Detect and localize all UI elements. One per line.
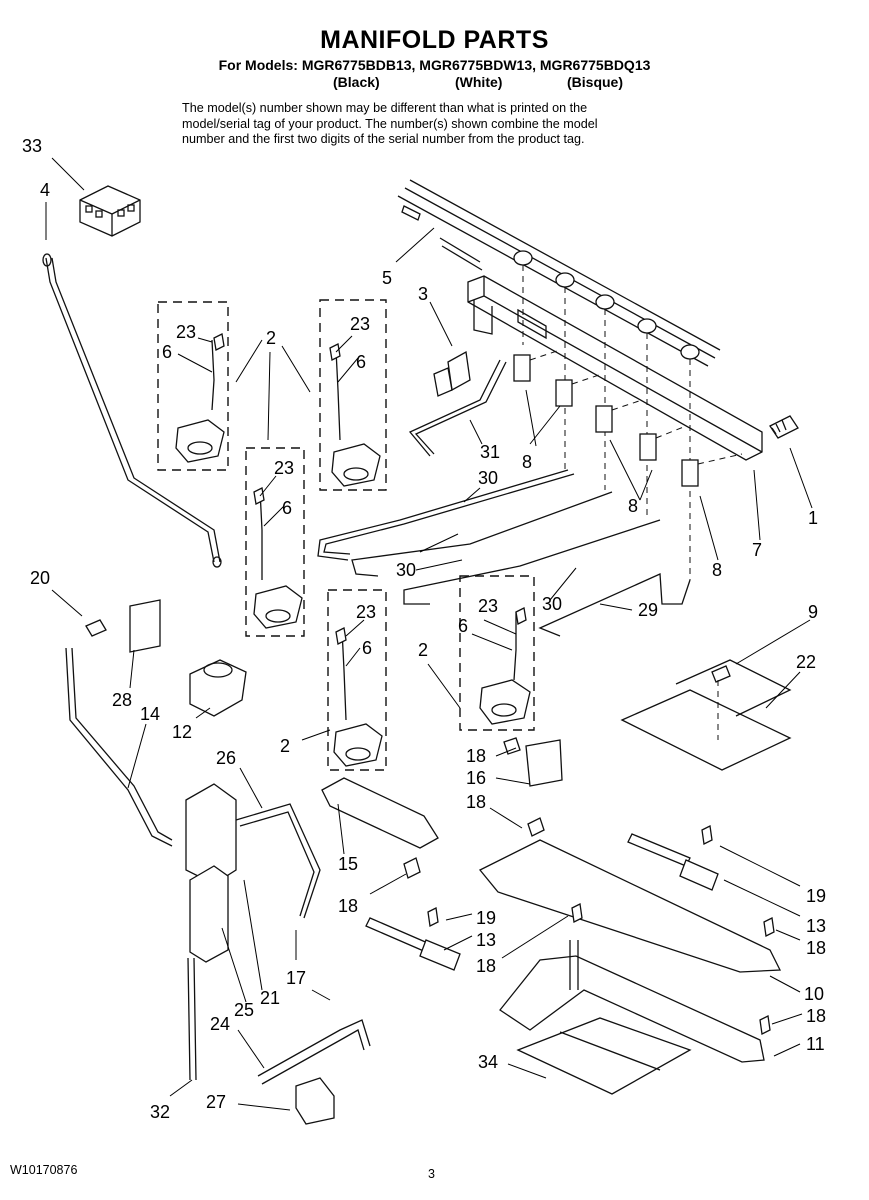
- callout-20: 20: [30, 568, 50, 588]
- page-title: MANIFOLD PARTS: [320, 26, 549, 54]
- bracket-16-drawing: [503, 737, 563, 787]
- model-number-note: The model(s) number shown may be differe…: [182, 101, 702, 148]
- callout-17: 17: [286, 968, 306, 988]
- callout-27: 27: [206, 1092, 226, 1112]
- regulator-12-drawing: [189, 659, 247, 717]
- callout-6-e: 6: [362, 638, 372, 658]
- oven-burner-drawing: [321, 777, 782, 1063]
- tubes-30-31-drawing: [317, 359, 691, 637]
- callout-30-a: 30: [478, 468, 498, 488]
- callout-8-a: 8: [522, 452, 532, 472]
- terminal-block-drawing: [79, 185, 141, 237]
- igniters-drawing: [365, 833, 719, 971]
- callout-18-e: 18: [806, 938, 826, 958]
- shield-34-drawing: [516, 1017, 692, 1095]
- burner-box-5: [459, 575, 535, 731]
- tube-14-drawing: [65, 647, 173, 847]
- callout-23-a: 23: [176, 322, 196, 342]
- callout-8-b: 8: [628, 496, 638, 516]
- bracket-28-drawing: [85, 599, 161, 653]
- callout-33: 33: [22, 136, 42, 156]
- tube-17-drawing: [257, 1019, 371, 1125]
- tube-4-drawing: [42, 253, 222, 568]
- callout-18-b: 18: [466, 792, 486, 812]
- burner-box-1: [157, 301, 229, 471]
- burner-rail-drawing: [397, 179, 721, 367]
- shield-22-drawing: [620, 659, 792, 771]
- manifold-pipe-drawing: [467, 275, 763, 461]
- callout-6-a: 6: [162, 342, 172, 362]
- callout-23-d: 23: [478, 596, 498, 616]
- callout-26: 26: [216, 748, 236, 768]
- callout-2-c: 2: [280, 736, 290, 756]
- color-label-bisque: (Bisque): [567, 74, 623, 90]
- callout-19-a: 19: [476, 908, 496, 928]
- callout-3: 3: [418, 284, 428, 304]
- fitting-3-drawing: [433, 350, 471, 397]
- callout-28: 28: [112, 690, 132, 710]
- callout-2-b: 2: [418, 640, 428, 660]
- callout-18-d: 18: [476, 956, 496, 976]
- callout-24: 24: [210, 1014, 230, 1034]
- callout-21: 21: [260, 988, 280, 1008]
- callout-10: 10: [804, 984, 824, 1004]
- callout-labels: 33 4 5 3 1 23 6 2 23 6 23 6 31 8 30 8 7 …: [22, 136, 826, 1122]
- callout-23-b: 23: [350, 314, 370, 334]
- leader-lines: [45, 157, 813, 1111]
- callout-8-c: 8: [712, 560, 722, 580]
- callout-23-e: 23: [356, 602, 376, 622]
- callout-18-c: 18: [338, 896, 358, 916]
- callout-25: 25: [234, 1000, 254, 1020]
- burner-box-3: [245, 447, 305, 637]
- callout-13-a: 13: [476, 930, 496, 950]
- callout-6-b: 6: [356, 352, 366, 372]
- callout-22: 22: [796, 652, 816, 672]
- callout-2-a: 2: [266, 328, 276, 348]
- burner-box-4: [327, 589, 387, 771]
- screw-1-drawing: [769, 415, 799, 439]
- callout-1: 1: [808, 508, 818, 528]
- valve-assembly-drawing: [185, 783, 321, 1081]
- callout-16: 16: [466, 768, 486, 788]
- callout-15: 15: [338, 854, 358, 874]
- callout-30-c: 30: [542, 594, 562, 614]
- document-id: W10170876: [10, 1163, 78, 1177]
- callout-12: 12: [172, 722, 192, 742]
- fasteners-drawing: [213, 333, 775, 1035]
- models-line: For Models: MGR6775BDB13, MGR6775BDW13, …: [218, 57, 651, 73]
- callout-29: 29: [638, 600, 658, 620]
- callout-5: 5: [382, 268, 392, 288]
- note-line-3: number and the first two digits of the s…: [182, 132, 585, 146]
- callout-19-b: 19: [806, 886, 826, 906]
- burner-box-2: [319, 299, 387, 491]
- color-label-black: (Black): [333, 74, 380, 90]
- callout-13-b: 13: [806, 916, 826, 936]
- page-number: 3: [428, 1167, 435, 1181]
- callout-31: 31: [480, 442, 500, 462]
- callout-18-f: 18: [806, 1006, 826, 1026]
- color-label-white: (White): [455, 74, 503, 90]
- callout-14: 14: [140, 704, 160, 724]
- valves-8-drawing: [513, 265, 743, 580]
- callout-7: 7: [752, 540, 762, 560]
- callout-23-c: 23: [274, 458, 294, 478]
- callout-6-c: 6: [282, 498, 292, 518]
- callout-9: 9: [808, 602, 818, 622]
- callout-30-b: 30: [396, 560, 416, 580]
- callout-32: 32: [150, 1102, 170, 1122]
- note-line-2: model/serial tag of your product. The nu…: [182, 116, 598, 131]
- callout-6-d: 6: [458, 616, 468, 636]
- callout-4: 4: [40, 180, 50, 200]
- callout-18-a: 18: [466, 746, 486, 766]
- callout-11: 11: [806, 1034, 825, 1054]
- burner-caps-drawing: [513, 250, 700, 360]
- note-line-1: The model(s) number shown may be differe…: [182, 101, 588, 115]
- callout-34: 34: [478, 1052, 498, 1072]
